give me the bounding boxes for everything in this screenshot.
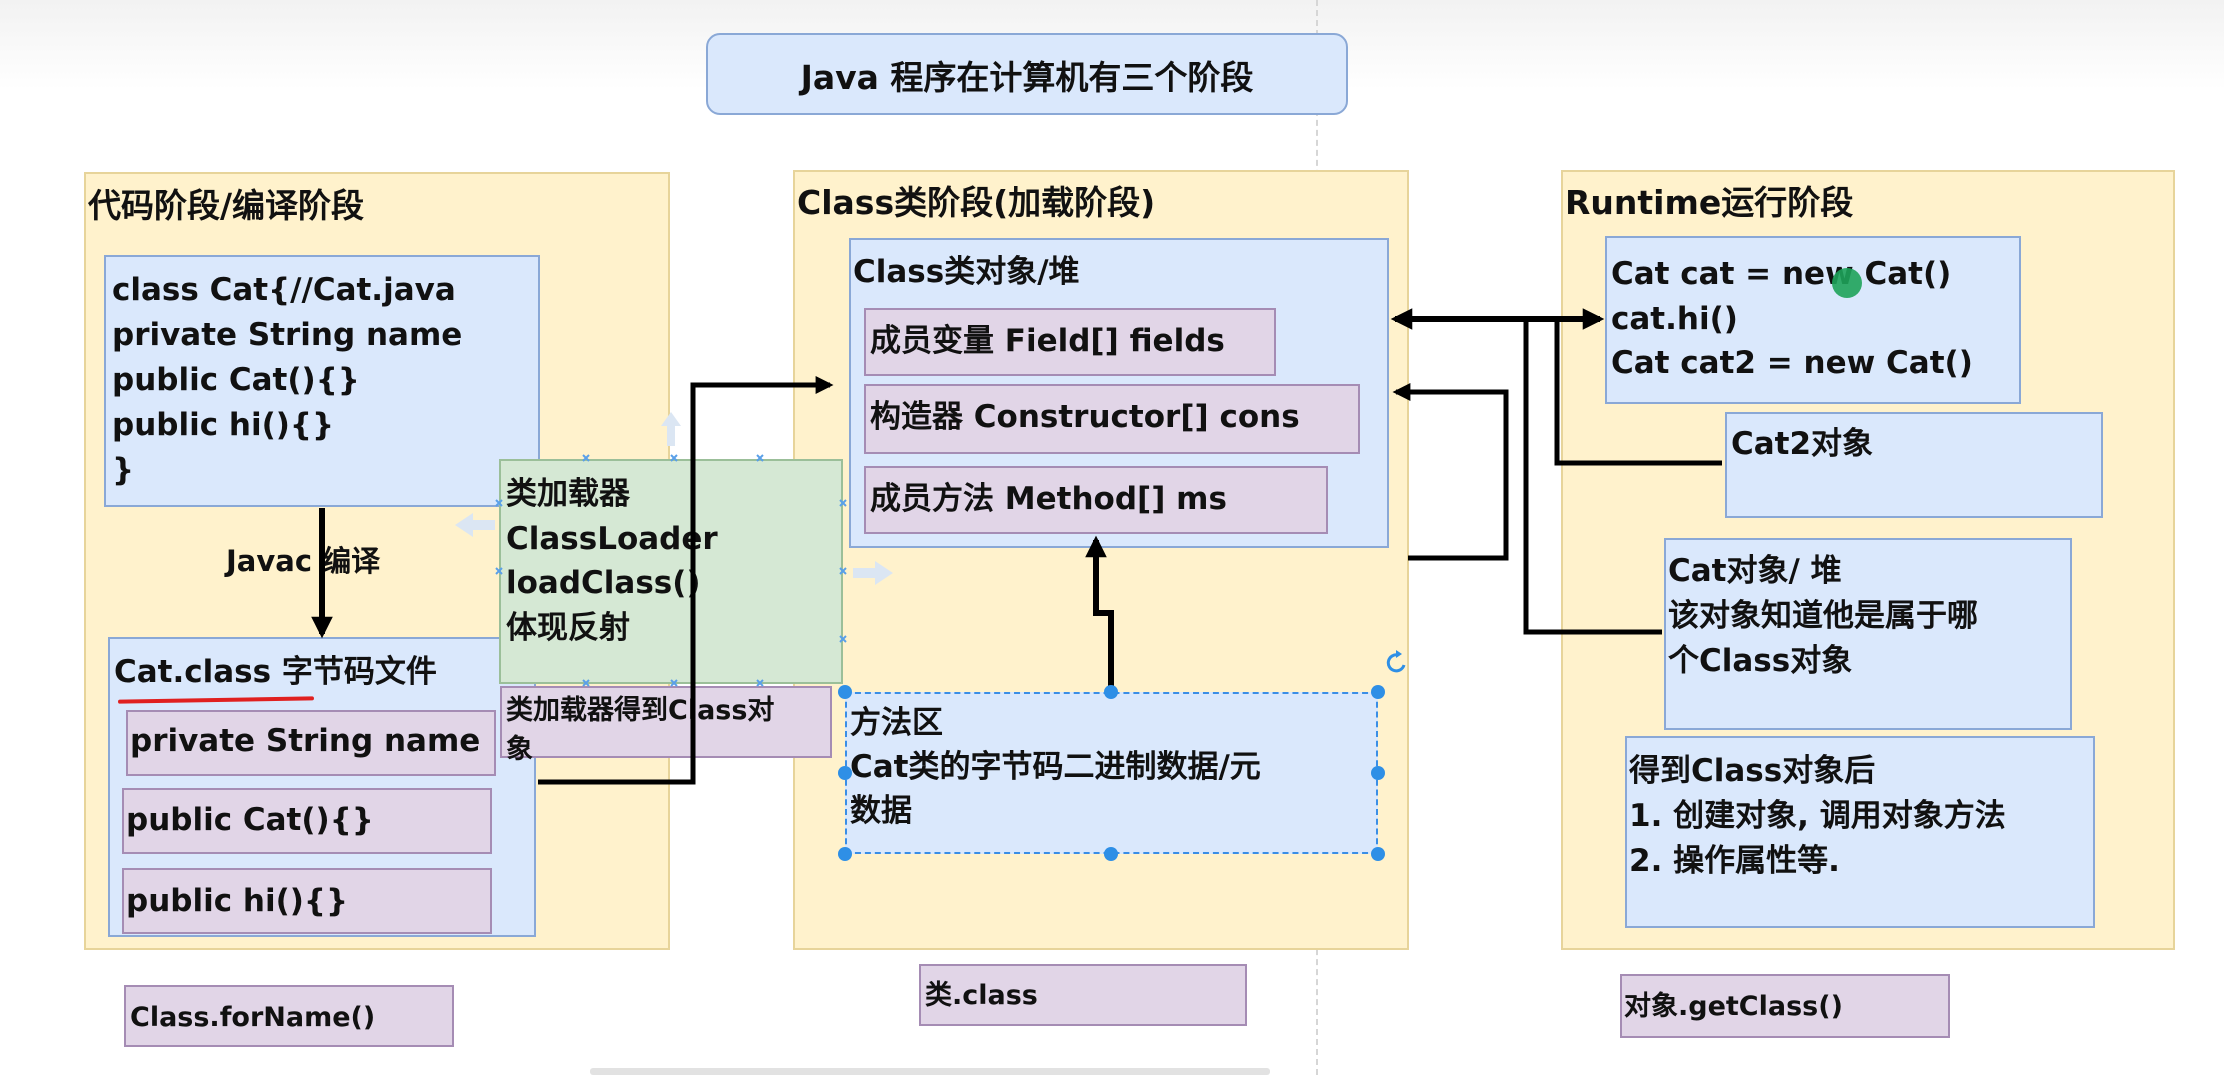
classloader-line: 类加载器 (506, 476, 630, 512)
after-class-line: 2. 操作属性等. (1629, 843, 1840, 879)
member-methods (864, 466, 1328, 534)
classloader-line: ClassLoader (506, 521, 718, 557)
compile-label: Javac 编译 (226, 544, 381, 578)
runtime-to-class-arrow (1392, 383, 1509, 561)
bytecode-constructor-label: public Cat(){} (126, 802, 374, 838)
phase-class-loading-title: Class类阶段(加载阶段) (797, 183, 1156, 222)
member-fields (864, 308, 1276, 376)
bottom-scrollbar[interactable] (590, 1068, 1270, 1075)
source-code-line: private String name (112, 317, 463, 353)
source-code-line: public hi(){} (112, 407, 335, 443)
method-area-line: 方法区 (850, 705, 943, 741)
classloader-result-line: 类加载器得到Class对 (506, 695, 775, 726)
class-literal-label: 类.class (925, 980, 1038, 1011)
classloader-line: loadClass() (506, 565, 701, 601)
cat-heap-connector (1523, 319, 1662, 635)
source-code-box (104, 255, 540, 507)
rotate-handle-icon[interactable] (1386, 653, 1406, 673)
class-object-title: Class类对象/堆 (853, 254, 1080, 290)
runtime-code-line: Cat cat = new Cat() (1611, 256, 1952, 292)
bytecode-constructor (122, 788, 492, 854)
class-literal-box (919, 964, 1247, 1026)
bytecode-field-label: private String name (130, 723, 481, 759)
classloader-result-line: 象 (506, 734, 533, 765)
member-fields-label: 成员变量 Field[] fields (870, 323, 1225, 359)
after-class-object-box (1625, 736, 2095, 928)
runtime-code-box (1605, 236, 2021, 404)
member-methods-label: 成员方法 Method[] ms (870, 481, 1227, 517)
selection-handles[interactable] (838, 685, 1385, 861)
method-area-line: Cat类的字节码二进制数据/元 (850, 749, 1261, 785)
runtime-code-line: cat.hi() (1611, 301, 1738, 337)
classloader-line: 体现反射 (506, 610, 630, 646)
member-constructors (864, 384, 1360, 454)
cat-heap-line: 该对象知道他是属于哪 (1668, 598, 1978, 634)
runtime-code-line: Cat cat2 = new Cat() (1611, 345, 1973, 381)
faint-connection-hints (455, 412, 893, 585)
source-code-line: } (112, 452, 135, 488)
cat-heap-box (1664, 538, 2072, 730)
cat2-connector (1554, 319, 1722, 466)
method-area-line: 数据 (850, 793, 912, 829)
classloader-result-box (500, 686, 832, 758)
bytecode-method-label: public hi(){} (126, 883, 349, 919)
bytecode-method (122, 868, 492, 934)
diagram-title: Java 程序在计算机有三个阶段 (800, 58, 1254, 97)
bytecode-field (126, 710, 496, 776)
phase-code-compile-title: 代码阶段/编译阶段 (88, 186, 365, 225)
connection-point-markers (495, 454, 847, 687)
diagram-title-box: Java 程序在计算机有三个阶段 (706, 33, 1348, 115)
bytecode-title: Cat.class 字节码文件 (114, 654, 437, 690)
cat-heap-line: 个Class对象 (1668, 643, 1853, 679)
source-code-line: class Cat{//Cat.java (112, 272, 456, 308)
load-class-arrow (538, 376, 834, 785)
class-forname-label: Class.forName() (130, 1002, 376, 1033)
after-class-line: 得到Class对象后 (1629, 753, 1876, 789)
after-class-line: 1. 创建对象, 调用对象方法 (1629, 798, 2006, 834)
member-constructors-label: 构造器 Constructor[] cons (870, 399, 1300, 435)
method-area-to-class-arrow (1085, 535, 1114, 689)
class-forname-box (124, 985, 454, 1047)
cursor-highlight (1832, 268, 1862, 298)
cat2-object-label: Cat2对象 (1731, 426, 1874, 462)
cat-heap-line: Cat对象/ 堆 (1668, 553, 1842, 589)
get-class-label: 对象.getClass() (1624, 991, 1843, 1022)
phase-runtime-title: Runtime运行阶段 (1565, 183, 1854, 222)
source-code-line: public Cat(){} (112, 362, 360, 398)
cat2-object-box (1725, 412, 2103, 518)
get-class-box (1620, 974, 1950, 1038)
